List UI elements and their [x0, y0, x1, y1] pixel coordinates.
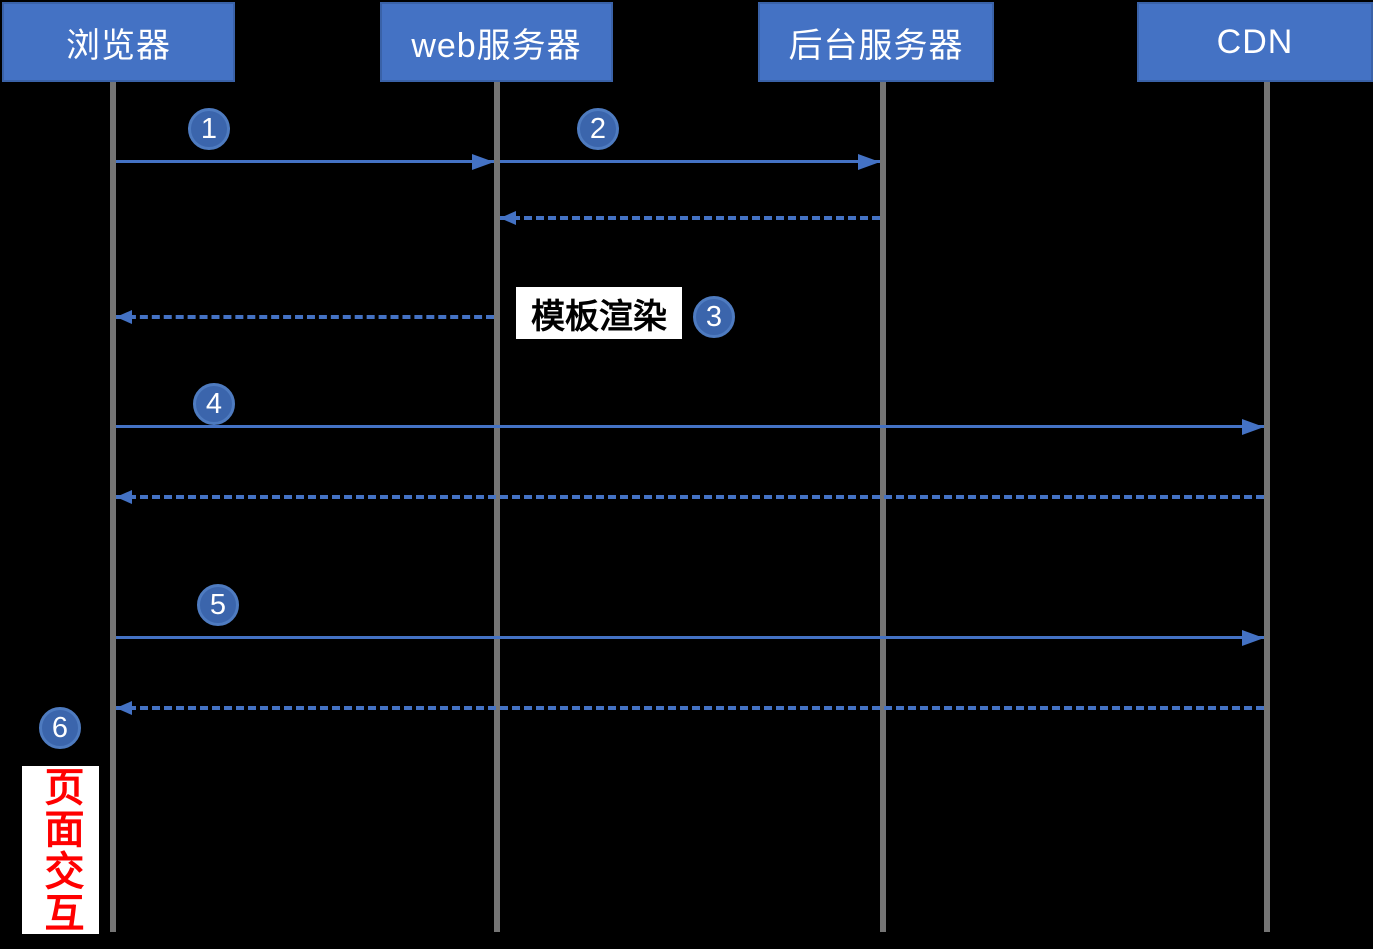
- message-line-web-server-to-browser: [116, 315, 494, 319]
- message-line-backend-server-to-web-server: [500, 216, 880, 220]
- step-badge-1: 1: [188, 108, 230, 150]
- arrowhead-right-icon: [1242, 419, 1264, 435]
- message-line-browser-to-web-server: [116, 160, 494, 163]
- lifeline-web-server: [494, 82, 500, 932]
- step-badge-6: 6: [39, 707, 81, 749]
- arrowhead-right-icon: [472, 154, 494, 170]
- message-line-web-server-to-backend-server: [500, 160, 880, 163]
- lifeline-cdn: [1264, 82, 1270, 932]
- lifeline-backend-server: [880, 82, 886, 932]
- message-line-cdn-to-browser: [116, 495, 1264, 499]
- arrowhead-right-icon: [1242, 630, 1264, 646]
- arrowhead-left-icon: [116, 490, 132, 504]
- message-line-cdn-to-browser: [116, 706, 1264, 710]
- actor-box-cdn: CDN: [1137, 2, 1373, 82]
- step-badge-2: 2: [577, 108, 619, 150]
- message-line-browser-to-cdn: [116, 425, 1264, 428]
- page-interaction-note: 页面交互: [22, 766, 99, 934]
- step-badge-3: 3: [693, 296, 735, 338]
- arrowhead-right-icon: [858, 154, 880, 170]
- arrowhead-left-icon: [116, 310, 132, 324]
- actor-box-browser: 浏览器: [2, 2, 235, 82]
- template-render-note: 模板渲染: [516, 287, 682, 339]
- lifeline-browser: [110, 82, 116, 932]
- actor-box-backend-server: 后台服务器: [758, 2, 994, 82]
- step-badge-4: 4: [193, 383, 235, 425]
- actor-box-web-server: web服务器: [380, 2, 613, 82]
- arrowhead-left-icon: [116, 701, 132, 715]
- step-badge-5: 5: [197, 584, 239, 626]
- arrowhead-left-icon: [500, 211, 516, 225]
- message-line-browser-to-cdn: [116, 636, 1264, 639]
